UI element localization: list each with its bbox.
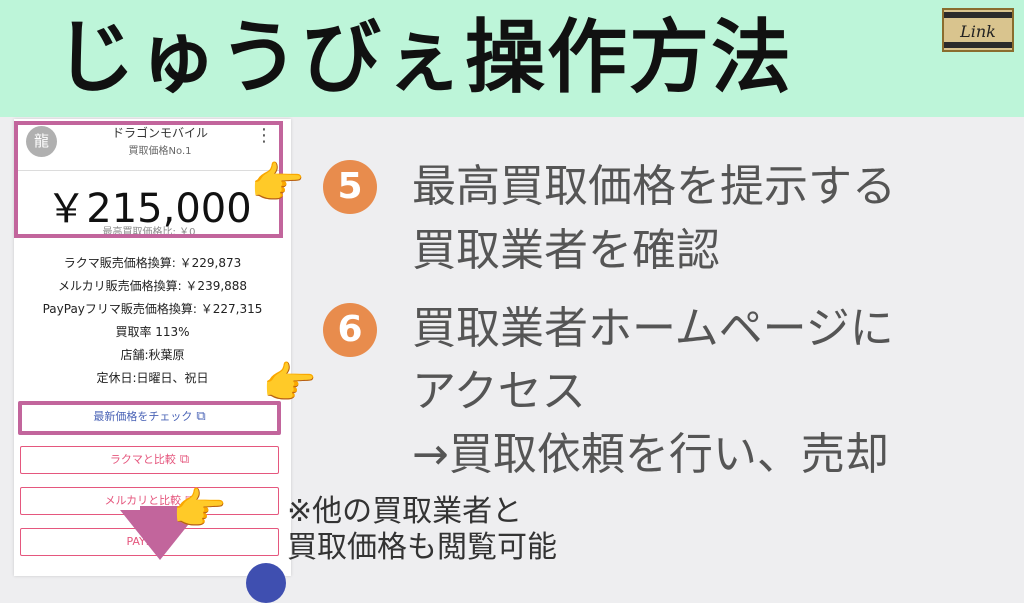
floating-action-button[interactable] [246,563,286,603]
compare-rakuma-label: ラクマと比較 [109,453,176,466]
logo-bar-top [944,12,1012,18]
compare-rakuma-button[interactable]: ラクマと比較⧉ [20,446,279,474]
card-divider [18,170,280,171]
rank-label: 買取価格No.1 [128,146,192,157]
check-latest-label: 最新価格をチェック [93,410,193,423]
shop-avatar: 龍 [26,126,57,157]
logo-bar-bottom [944,42,1012,48]
external-link-icon: ⧉ [179,452,190,467]
highlight-box-price [14,121,283,238]
step-5-line2: 買取業者を確認 [412,225,720,276]
buy-price: ￥215,000 [46,186,252,232]
shop-name: ドラゴンモバイル [111,126,208,140]
brand-logo: Link [942,8,1014,52]
external-link-icon: ⧉ [185,493,195,508]
page-title: じゅうびぇ操作方法 [55,11,793,104]
down-arrow-icon [120,510,200,560]
pointing-hand-icon: 👉 [262,358,317,409]
step-6-line1: 買取業者ホームページに [412,303,894,354]
info-mercari: メルカリ販売価格換算: ￥239,888 [57,279,248,293]
step-6-badge: 6 [323,303,377,357]
info-paypay: PayPayフリマ販売価格換算: ￥227,315 [42,302,263,316]
pointing-hand-icon: 👉 [172,484,227,535]
check-latest-price-button[interactable]: 最新価格をチェック⧉ [18,401,281,435]
compare-mercari-label: メルカリと比較 [104,494,182,507]
info-rate: 買取率 113% [115,325,190,339]
step-5-line1: 最高買取価格を提示する [412,161,896,212]
step-5-badge: 5 [323,160,377,214]
note-line1: ※他の買取業者と [287,494,523,529]
info-rakuma: ラクマ販売価格換算: ￥229,873 [63,256,242,270]
step-6-line3: →買取依頼を行い、売却 [412,429,889,480]
info-holiday: 定休日:日曜日、祝日 [96,371,209,385]
logo-text: Link [960,22,996,41]
more-menu-icon[interactable]: ⋮ [255,125,273,146]
info-store: 店舗:秋葉原 [120,348,185,362]
price-diff: 最高買取価格比: ￥0 [102,227,196,238]
step-6-line2: アクセス [412,366,586,417]
pointing-hand-icon: 👉 [250,158,305,209]
note-line2: 買取価格も閲覧可能 [287,530,557,565]
header-banner: じゅうびぇ操作方法 Link [0,0,1024,117]
external-link-icon: ⧉ [196,409,206,424]
